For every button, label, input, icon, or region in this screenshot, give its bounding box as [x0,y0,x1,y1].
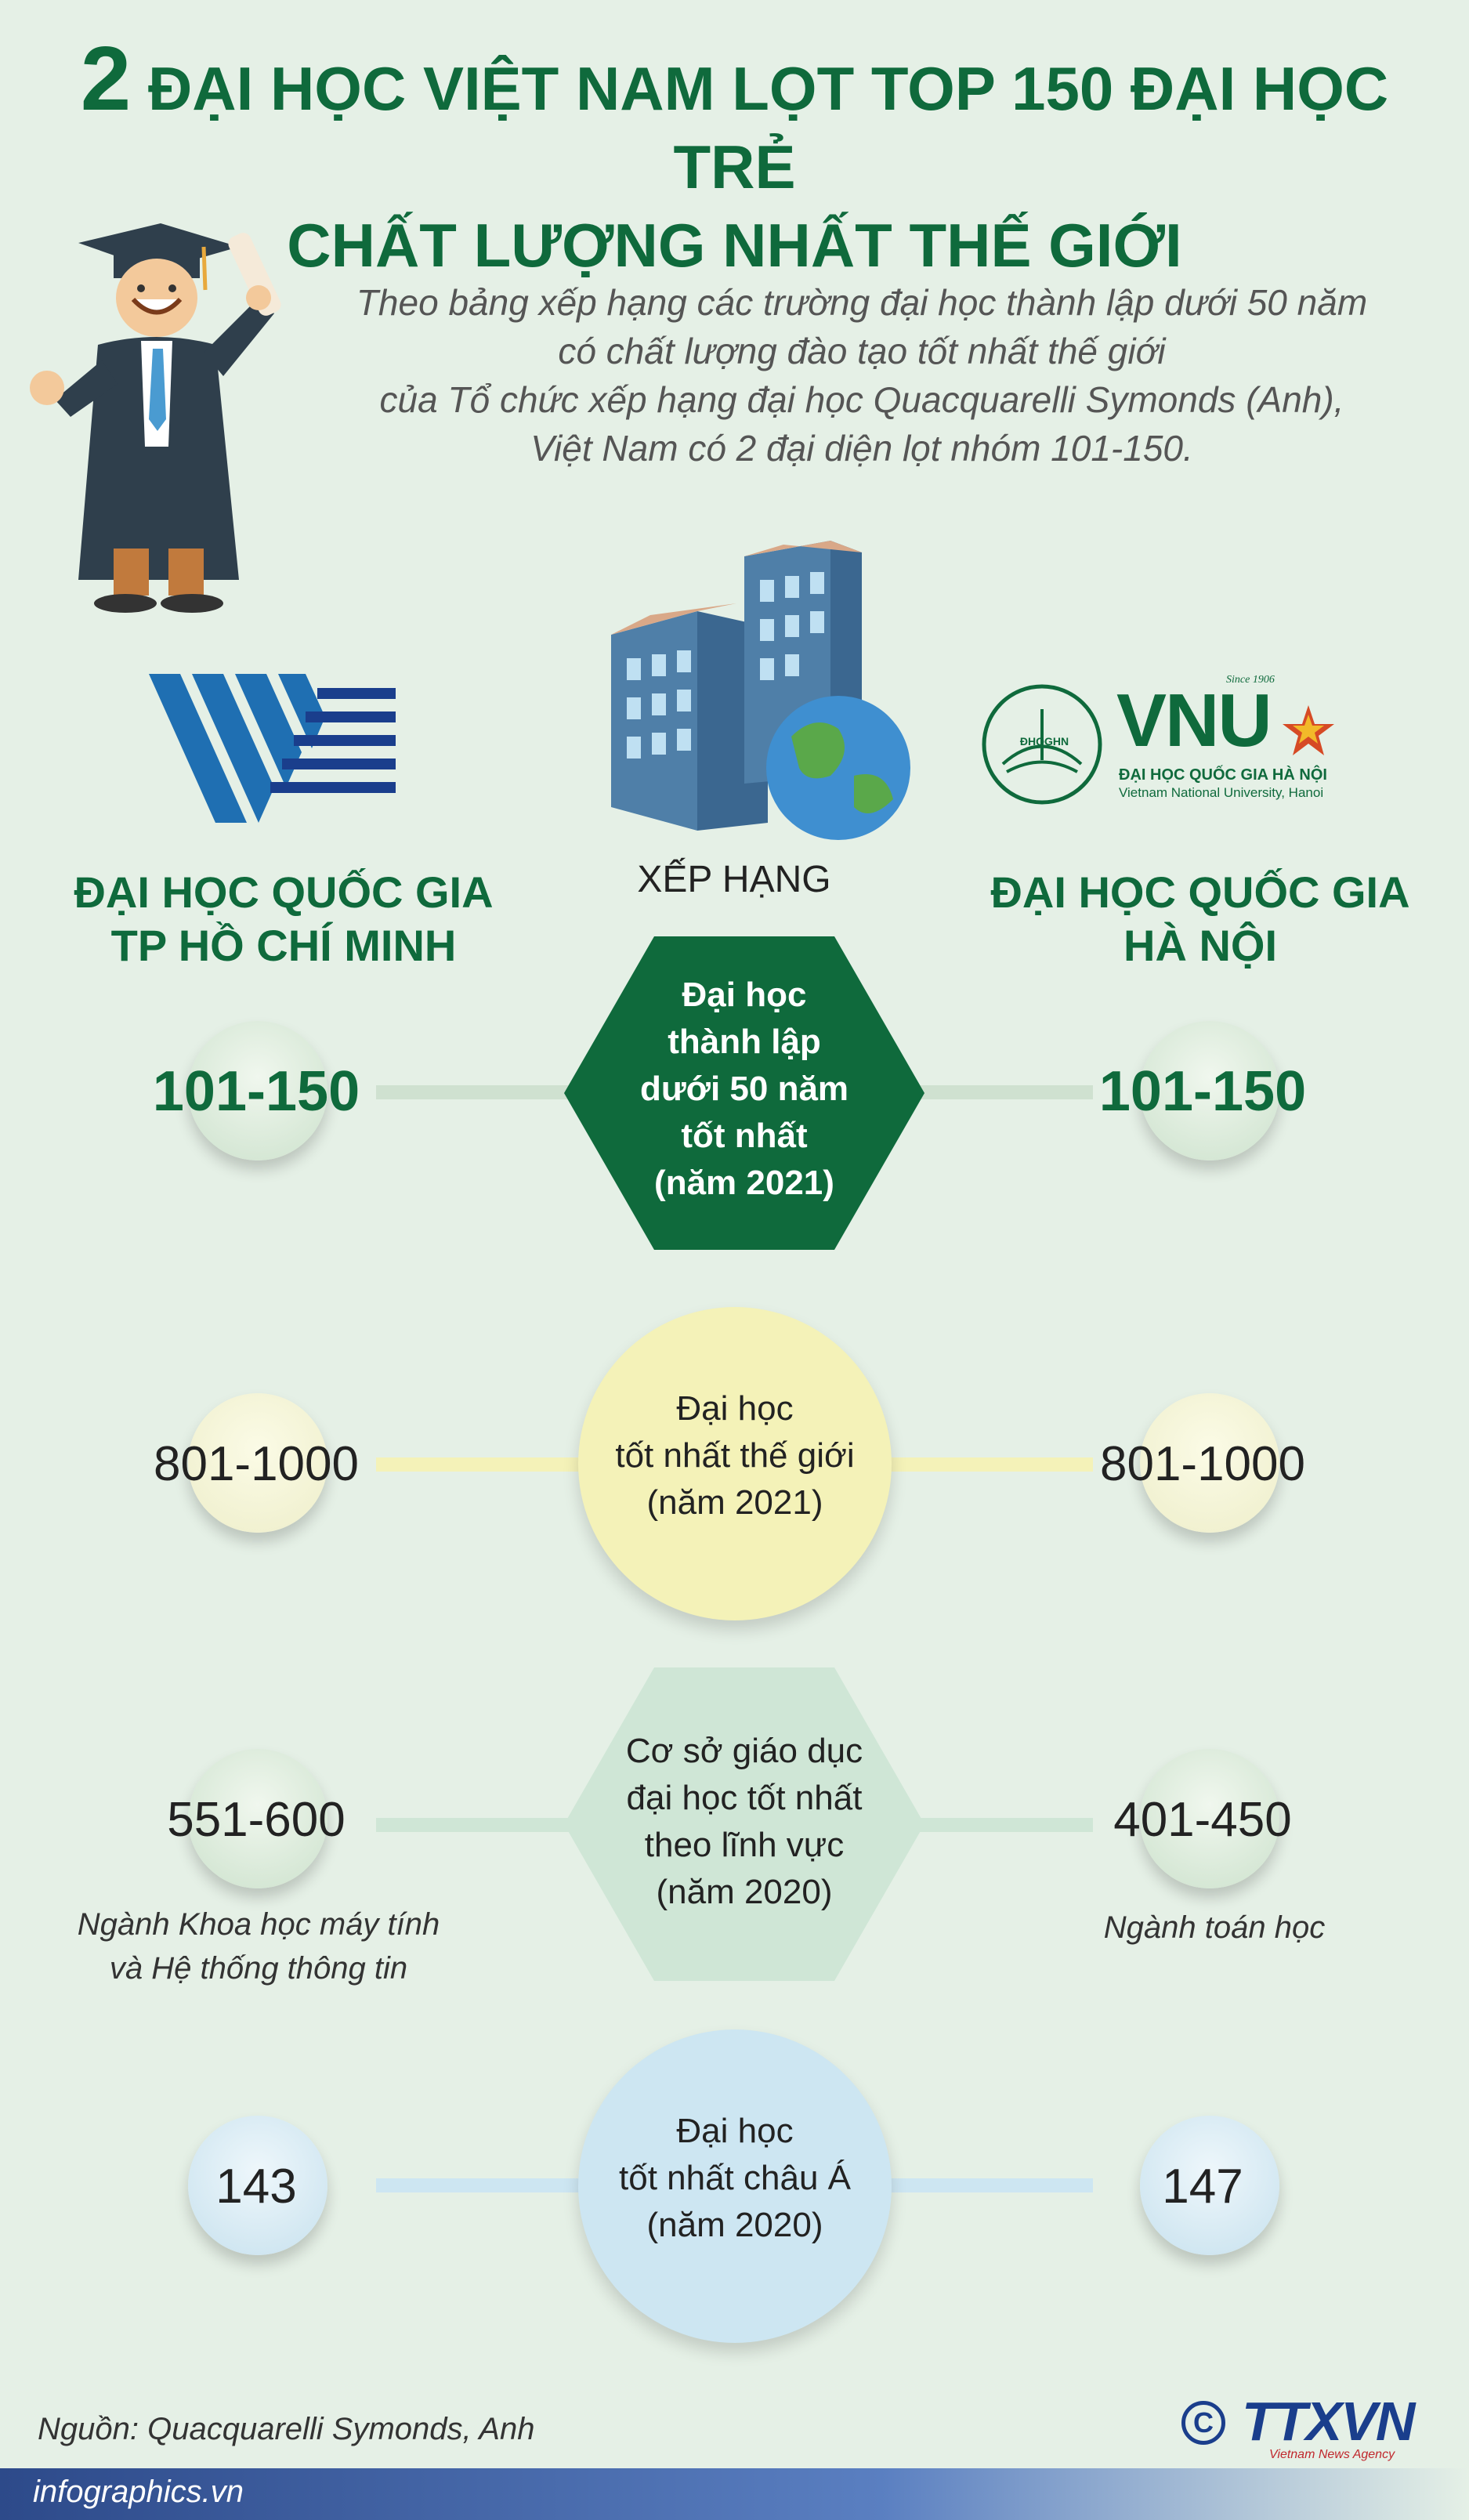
row4-left-circle [188,2116,327,2255]
university-left-name: ĐẠI HỌC QUỐC GIA TP HỒ CHÍ MINH [72,866,495,972]
ttxvn-logo: TTXVN [1242,2391,1415,2452]
category-line: (năm 2021) [646,1483,823,1522]
vnu-hcm-logo [149,674,396,823]
title-line2: CHẤT LƯỢNG NHẤT THẾ GIỚI [287,211,1182,280]
intro-line: Theo bảng xếp hạng các trường đại học th… [356,282,1368,323]
intro-line: của Tổ chức xếp hạng đại học Quacquarell… [379,379,1344,420]
vnu-name-vn: ĐẠI HỌC QUỐC GIA HÀ NỘI [1119,766,1327,784]
category-line: (năm 2020) [656,1873,833,1911]
university-right-line1: ĐẠI HỌC QUỐC GIA [990,867,1410,917]
category-line: đại học tốt nhất [626,1779,863,1817]
row3-category: Cơ sở giáo dục đại học tốt nhất theo lĩn… [588,1728,901,1916]
footer-bar [0,2468,1469,2520]
vnu-brand-text: VNU [1116,679,1272,762]
star-icon [1283,705,1334,755]
row3-left-note: Ngành Khoa học máy tính và Hệ thống thôn… [47,1903,470,1990]
vnu-hanoi-logo: ĐHQGHN VNU Since 1906 ĐẠI HỌC QUỐC GIA H… [979,674,1355,815]
category-line: (năm 2020) [646,2206,823,2244]
category-line: Đại học [682,976,807,1014]
title-number: 2 [80,27,132,129]
category-line: Đại học [676,1389,794,1428]
building-globe-illustration [611,541,910,840]
vnu-name-en: Vietnam National University, Hanoi [1119,785,1324,800]
ranking-label: XẾP HẠNG [637,859,831,900]
category-line: (năm 2021) [654,1164,834,1202]
title-line1: ĐẠI HỌC VIỆT NAM LỌT TOP 150 ĐẠI HỌC TRẺ [147,54,1389,201]
row1-left-circle [188,1021,327,1160]
row4-circle [578,2029,892,2343]
category-line: tốt nhất thế giới [615,1436,855,1475]
row3-hexagon [564,1667,924,1981]
note-line: Ngành Khoa học máy tính [77,1907,440,1942]
category-line: thành lập [668,1023,821,1061]
category-line: theo lĩnh vực [644,1826,845,1864]
university-right-line2: HÀ NỘI [1123,921,1277,970]
row1-category: Đại học thành lập dưới 50 năm tốt nhất (… [588,972,901,1207]
row3-right-note: Ngành toán học [1103,1910,1326,1945]
row4-left-rank: 143 [215,2160,297,2214]
row2-left-rank: 801-1000 [153,1437,360,1491]
row3-left-rank: 551-600 [167,1793,346,1847]
row2-category: Đại học tốt nhất thế giới (năm 2021) [578,1385,892,1526]
site-link[interactable]: infographics.vn [33,2475,244,2509]
ttxvn-subtitle: Vietnam News Agency [1269,2448,1395,2461]
category-line: Cơ sở giáo dục [625,1732,863,1770]
row3-right-rank: 401-450 [1113,1793,1292,1847]
row3-right-circle [1140,1749,1279,1888]
category-line: dưới 50 năm [639,1070,849,1108]
intro-text: Theo bảng xếp hạng các trường đại học th… [298,278,1426,472]
source-text: Nguồn: Quacquarelli Symonds, Anh [38,2412,535,2446]
category-line: tốt nhất châu Á [619,2159,851,2197]
row1-right-rank: 101-150 [1098,1060,1307,1123]
row1-left-rank: 101-150 [152,1060,360,1123]
row4-right-rank: 147 [1162,2160,1243,2214]
row2-circle [578,1307,892,1620]
intro-line: Việt Nam có 2 đại diện lọt nhóm 101-150. [530,428,1193,469]
university-left-line1: ĐẠI HỌC QUỐC GIA [74,867,494,917]
vnu-seal-text: ĐHQGHN [1019,735,1069,748]
row1-hexagon [564,936,924,1250]
row4-right-circle [1140,2116,1279,2255]
copyright-icon: C [1181,2401,1225,2445]
intro-line: có chất lượng đào tạo tốt nhất thế giới [558,331,1166,371]
category-line: tốt nhất [681,1117,808,1155]
row2-right-rank: 801-1000 [1099,1437,1306,1491]
vnu-since-text: Since 1906 [1226,674,1275,686]
row3-left-circle [188,1749,327,1888]
row4-category: Đại học tốt nhất châu Á (năm 2020) [578,2108,892,2249]
university-left-line2: TP HỒ CHÍ MINH [110,921,457,970]
graduate-illustration [30,223,281,613]
note-line: và Hệ thống thông tin [109,1951,408,1986]
page-title: 2 ĐẠI HỌC VIỆT NAM LỌT TOP 150 ĐẠI HỌC T… [31,33,1438,284]
row1-right-circle [1140,1021,1279,1160]
category-line: Đại học [676,2112,794,2150]
university-right-name: ĐẠI HỌC QUỐC GIA HÀ NỘI [989,866,1412,972]
row2-right-circle [1140,1393,1279,1533]
vnu-seal-icon [982,684,1102,805]
row2-left-circle [188,1393,327,1533]
